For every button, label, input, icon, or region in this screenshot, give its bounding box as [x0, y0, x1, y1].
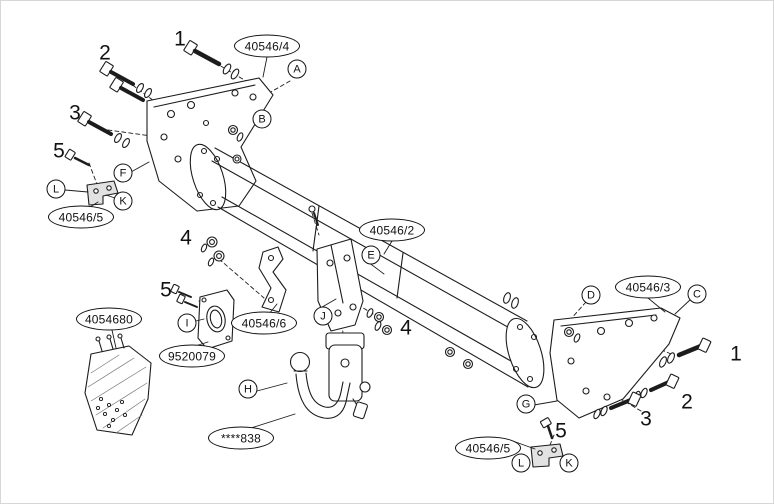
towball-drawing [289, 332, 371, 420]
part-number-callout: 40546/6 [231, 311, 297, 335]
letter-marker: F [113, 163, 133, 183]
item-number-label: 2 [681, 390, 693, 414]
item-number-label: 1 [174, 27, 186, 51]
item-number-label: 1 [730, 342, 742, 366]
letter-marker: L [511, 453, 531, 473]
letter-marker: B [252, 109, 272, 129]
part-number-callout: 9520079 [159, 344, 225, 368]
letter-marker: E [361, 245, 381, 265]
part-number-callout: 40546/4 [234, 34, 300, 58]
letter-marker: D [581, 285, 601, 305]
cover-panel-drawing [84, 333, 152, 436]
part-number-callout: 40546/5 [455, 436, 521, 460]
fastener-drawings [64, 40, 712, 440]
crossbar-drawing [189, 143, 545, 389]
support-bracket-drawing [258, 246, 287, 313]
letter-marker: J [313, 306, 333, 326]
letter-marker: K [559, 453, 579, 473]
item-number-label: 5 [53, 139, 65, 163]
part-number-callout: 40546/5 [48, 205, 114, 229]
right-side-plate-drawing [549, 307, 681, 419]
part-number-callout: 40546/2 [359, 218, 425, 242]
item-number-label: 5 [160, 278, 172, 302]
part-number-callout: 40546/3 [615, 275, 681, 299]
item-number-label: 2 [99, 41, 111, 65]
item-number-label: 3 [640, 407, 652, 431]
letter-marker: L [46, 179, 66, 199]
clamp-bracket-right-drawing [530, 443, 564, 468]
socket-plate-drawing [197, 289, 235, 350]
part-number-callout: ****838 [208, 426, 274, 450]
part-number-callout: 4054680 [76, 307, 142, 331]
letter-marker: A [287, 59, 307, 79]
item-number-label: 3 [69, 101, 81, 125]
letter-marker: H [238, 379, 258, 399]
leader-lines [64, 56, 692, 450]
letter-marker: K [113, 191, 133, 211]
letter-marker: I [177, 313, 197, 333]
letter-marker: G [516, 394, 536, 414]
item-number-label: 5 [555, 419, 567, 443]
item-number-label: 4 [400, 316, 412, 340]
item-number-label: 4 [180, 226, 192, 250]
letter-marker: C [687, 284, 707, 304]
